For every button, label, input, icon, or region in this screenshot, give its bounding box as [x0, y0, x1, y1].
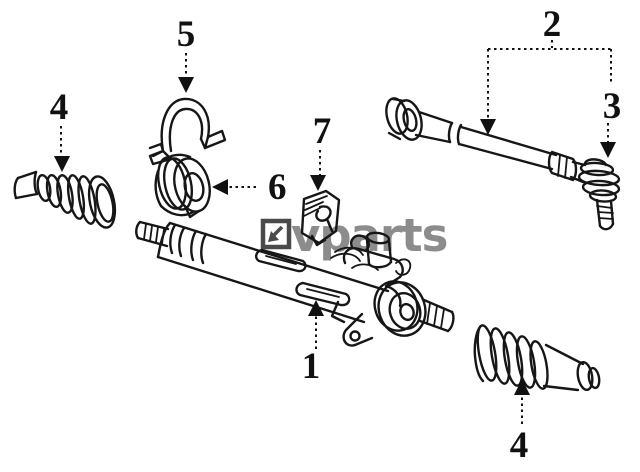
- callout-3[interactable]: 3: [600, 86, 621, 158]
- inner-tie-rod-drawing: [385, 97, 587, 184]
- watermark-arrow-head: [268, 231, 279, 242]
- callout-5-label[interactable]: 5: [177, 14, 196, 55]
- watermark-arrow-shaft: [271, 225, 284, 238]
- boot-right-drawing: [473, 324, 601, 392]
- bushing-drawing: [154, 153, 211, 219]
- callout-3-label[interactable]: 3: [603, 86, 622, 127]
- tie-rod-end-drawing: [577, 158, 621, 231]
- callout-4-left-label[interactable]: 4: [50, 87, 69, 128]
- callout-7-label[interactable]: 7: [313, 111, 332, 152]
- callout-5-arrow-icon: [178, 77, 194, 93]
- callout-4-right-arrow-icon: [514, 379, 530, 395]
- boot-left-drawing: [13, 170, 117, 229]
- valve-part-drawing: [300, 189, 341, 247]
- callout-5[interactable]: 5: [177, 14, 196, 93]
- callout-7-arrow-icon: [310, 175, 326, 191]
- callout-3-arrow-icon: [600, 142, 616, 158]
- callout-4-right-label[interactable]: 4: [510, 425, 529, 466]
- callout-1-label[interactable]: 1: [302, 346, 321, 387]
- bracket-drawing: [148, 97, 227, 166]
- watermark-arrow-box-icon: [260, 218, 292, 250]
- callouts: 1 2 3 4 5 6: [50, 4, 622, 466]
- callout-6-label[interactable]: 6: [268, 167, 287, 208]
- callout-1-arrow-icon: [308, 300, 324, 316]
- callout-6-arrow-icon: [212, 179, 228, 195]
- callout-6[interactable]: 6: [212, 167, 287, 208]
- callout-1[interactable]: 1: [302, 300, 324, 387]
- callout-4-right[interactable]: 4: [510, 379, 530, 466]
- callout-7[interactable]: 7: [310, 111, 331, 191]
- callout-4-left-arrow-icon: [54, 156, 70, 172]
- callout-2[interactable]: 2: [480, 4, 612, 135]
- callout-2-arrow-icon: [480, 119, 496, 135]
- rack-assembly-drawing: [135, 220, 455, 347]
- callout-4-left[interactable]: 4: [50, 87, 70, 172]
- callout-2-label[interactable]: 2: [543, 4, 562, 45]
